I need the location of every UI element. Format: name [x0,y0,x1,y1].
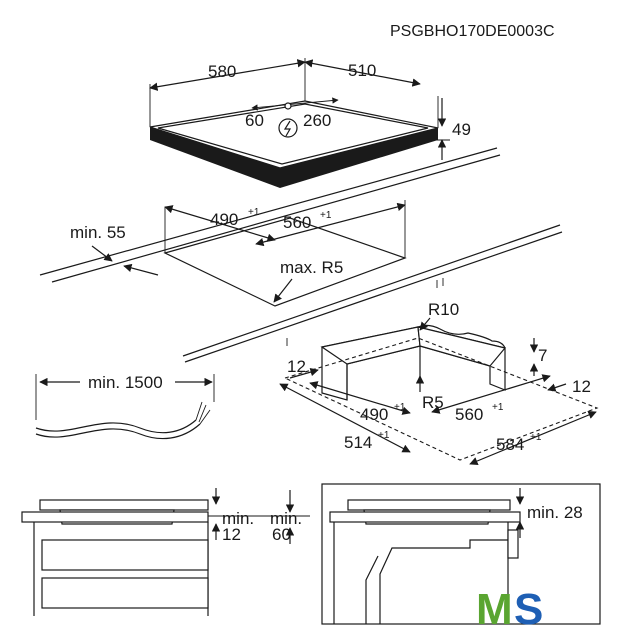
frame-drawing: 12 7 12 R10 R5 490 +1 560 +1 514 +1 584 … [279,300,599,465]
worktop [21,511,209,523]
hob-height: 49 [452,120,471,139]
frame-break-line [417,324,506,349]
section-right: min. 28 [321,483,601,625]
frame-inner-width-tol: +1 [394,402,406,413]
ms-logo: M S [476,585,543,634]
hob-drawing: 580 510 60 260 49 [149,58,471,188]
section-left-min2: min. [270,509,302,528]
frame-left-margin: 12 [287,357,306,376]
frame-outer-depth: 584 [496,435,524,454]
power-connection-icon [278,118,298,138]
logo-m: M [476,585,513,634]
cutout-depth: 560 [283,213,311,232]
worktop-cutout: 490 +1 560 +1 min. 55 max. R5 [39,147,563,363]
section-right-frame [321,483,601,625]
section-left-val1: 12 [222,525,241,544]
offset-right: 260 [303,111,331,130]
section-right-min: min. 28 [527,503,583,522]
lightning-icon [283,120,292,137]
product-code: PSGBHO170DE0003C [390,23,555,40]
hob-width: 580 [208,62,236,81]
section-left-val2: 60 [272,525,291,544]
frame-right-margin: 12 [572,377,591,396]
hob-depth-arrow [304,59,421,87]
cutout-width-tol: +1 [248,207,260,218]
frame-top-margin: 7 [538,346,547,365]
frame-top-right [417,326,507,367]
logo-s: S [514,585,543,634]
hob-top-plate [39,499,209,511]
cutout-depth-arrow [255,202,406,247]
frame-inner-depth: 560 [455,405,483,424]
hob-front-edge [150,127,280,188]
connector-box [507,529,519,559]
corner-radius: max. R5 [280,258,343,277]
offset-left: 60 [245,111,264,130]
frame-outer-width-tol: +1 [378,430,390,441]
frame-inner-width: 490 [360,405,388,424]
power-cable [35,419,197,434]
cable-drawing: min. 1500 [35,373,215,440]
drawer-1 [41,539,209,571]
drawer-2 [41,577,209,609]
hob-depth: 510 [348,61,376,80]
section-left-min: min. [222,509,254,528]
frame-outer-width: 514 [344,433,372,452]
frame-outer-depth-tol: +1 [530,432,542,443]
cutout-depth-tol: +1 [320,210,332,221]
connection-offset-arrow [251,97,339,111]
frame-inner-depth-tol: +1 [492,402,504,413]
hob-width-arrow [149,59,306,91]
frame-radius-r10: R10 [428,300,459,319]
section-left: min. 12 min. 60 [21,488,310,616]
cutout-width: 490 [210,210,238,229]
cable-min-length: min. 1500 [88,373,163,392]
min-edge-distance: min. 55 [70,223,126,242]
hob-side-edge [280,128,438,188]
